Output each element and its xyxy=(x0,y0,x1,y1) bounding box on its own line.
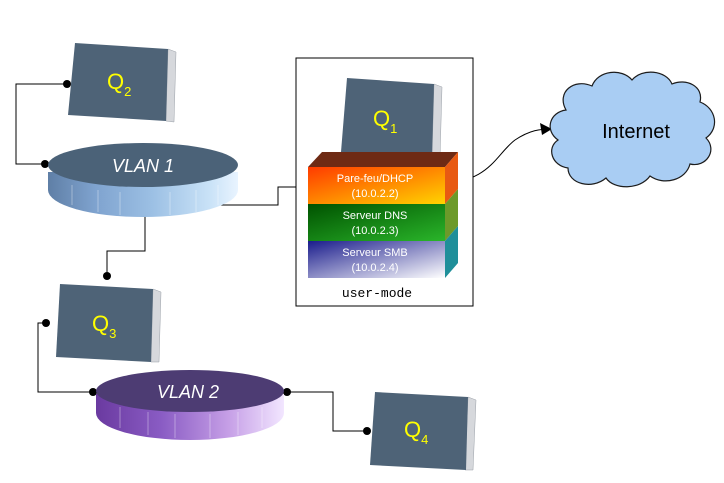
q2-label: Q2 xyxy=(107,69,131,99)
q3-label: Q3 xyxy=(92,311,116,341)
q4-label: Q4 xyxy=(404,417,428,447)
link-vlan2-q4 xyxy=(287,391,367,432)
machine-q2[interactable]: Q2 xyxy=(68,43,177,123)
service-dns[interactable]: Serveur DNS (10.0.2.3) xyxy=(308,204,445,241)
machine-q4[interactable]: Q4 xyxy=(370,392,477,471)
firewall-name: Pare-feu/DHCP xyxy=(337,173,413,185)
dns-ip: (10.0.2.3) xyxy=(351,225,398,237)
usermode-label: user-mode xyxy=(342,286,412,301)
internet-cloud[interactable]: Internet xyxy=(549,71,716,188)
service-smb[interactable]: Serveur SMB (10.0.2.4) xyxy=(308,241,445,278)
link-q2-vlan1 xyxy=(15,83,67,165)
link-vlan1-q3 xyxy=(106,210,146,276)
usermode-box[interactable]: Q1 Pare-feu/DHCP (10.0.2.2) Serveur DNS … xyxy=(295,57,474,307)
service-stack: Pare-feu/DHCP (10.0.2.2) Serveur DNS (10… xyxy=(308,152,458,278)
vlan1-label: VLAN 1 xyxy=(112,156,174,176)
service-firewall[interactable]: Pare-feu/DHCP (10.0.2.2) xyxy=(308,167,445,204)
internet-label: Internet xyxy=(602,121,670,143)
dns-name: Serveur DNS xyxy=(343,210,408,222)
vlan1-disk[interactable]: VLAN 1 xyxy=(48,143,238,217)
vlan2-disk[interactable]: VLAN 2 xyxy=(96,370,284,440)
machine-q1[interactable]: Q1 xyxy=(341,78,443,159)
smb-name: Serveur SMB xyxy=(342,247,407,259)
vlan2-label: VLAN 2 xyxy=(157,382,219,402)
firewall-ip: (10.0.2.2) xyxy=(351,188,398,200)
q1-label: Q1 xyxy=(373,106,397,136)
smb-ip: (10.0.2.4) xyxy=(351,262,398,274)
machine-q3[interactable]: Q3 xyxy=(56,284,162,363)
arrow-to-internet xyxy=(540,123,552,135)
